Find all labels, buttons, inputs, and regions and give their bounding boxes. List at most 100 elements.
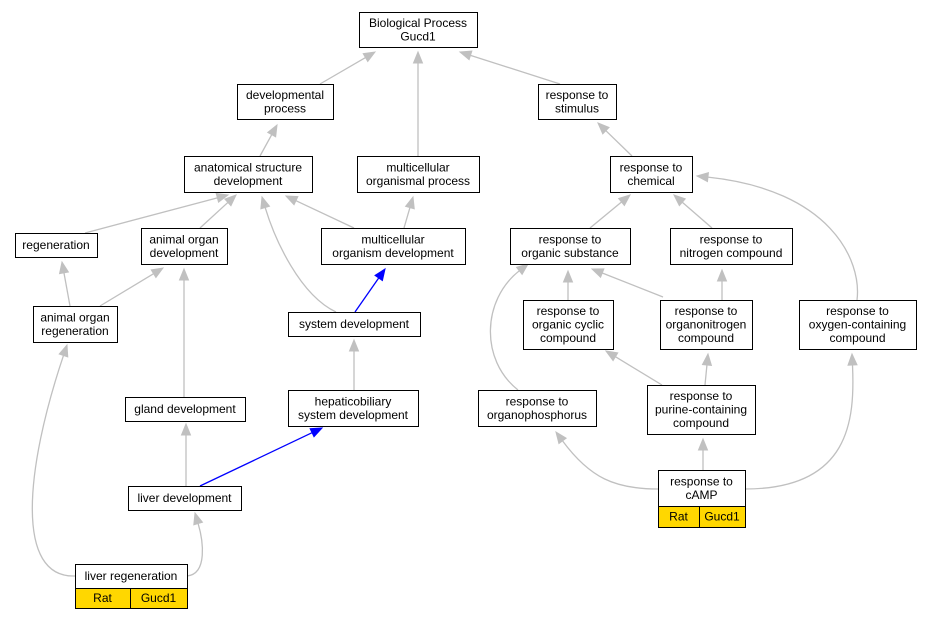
node-box bbox=[125, 397, 246, 422]
edge-glanddev-to-aod bbox=[178, 267, 190, 397]
node-label-line: organonitrogen bbox=[666, 318, 747, 332]
edge-camp-to-rpcc bbox=[697, 437, 709, 470]
node-box bbox=[359, 12, 478, 48]
annotation-gene: Gucd1 bbox=[141, 591, 177, 605]
arrowhead-icon bbox=[597, 122, 610, 135]
edge-livregen-to-livdev bbox=[186, 511, 204, 577]
arrowhead-icon bbox=[260, 195, 271, 210]
go-term-node-regen[interactable]: regeneration bbox=[15, 233, 98, 258]
arrowhead-icon bbox=[716, 268, 728, 282]
node-box bbox=[15, 233, 98, 258]
node-label-line: organismal process bbox=[366, 174, 470, 188]
node-box bbox=[128, 486, 242, 511]
arrowhead-icon bbox=[223, 194, 237, 207]
edge-chem-to-stim bbox=[597, 122, 633, 157]
node-label-line: response to bbox=[537, 304, 600, 318]
node-label-line: cAMP bbox=[685, 488, 717, 502]
node-box bbox=[647, 385, 756, 435]
edge-line bbox=[295, 200, 355, 229]
edge-mod-to-mop bbox=[403, 195, 415, 229]
node-box bbox=[357, 156, 480, 193]
edge-line bbox=[84, 197, 218, 234]
node-box bbox=[610, 156, 693, 193]
node-label-line: animal organ bbox=[149, 232, 218, 246]
node-box bbox=[141, 228, 228, 265]
annotation-cell bbox=[130, 588, 188, 609]
edge-roxc-to-chem bbox=[695, 171, 859, 301]
edge-devproc-to-bp bbox=[319, 51, 377, 85]
arrowhead-icon bbox=[701, 352, 713, 366]
go-term-node-sysdev[interactable]: system development bbox=[288, 312, 421, 337]
node-box bbox=[523, 300, 614, 350]
edge-rocc-to-ros bbox=[562, 269, 574, 300]
edge-line bbox=[403, 207, 411, 229]
edge-line bbox=[589, 201, 622, 229]
go-term-node-livdev[interactable]: liver development bbox=[128, 486, 242, 511]
arrowhead-icon bbox=[590, 268, 605, 279]
edge-rnc-to-chem bbox=[673, 194, 713, 229]
arrowhead-icon bbox=[847, 352, 858, 366]
edge-asd-to-devproc bbox=[259, 123, 278, 157]
node-label-line: chemical bbox=[627, 174, 674, 188]
node-label-line: compound bbox=[673, 416, 729, 430]
edge-line bbox=[615, 356, 663, 386]
edge-line bbox=[264, 207, 337, 313]
edge-aor-to-regen bbox=[58, 260, 71, 307]
node-label-line: response to bbox=[670, 474, 733, 488]
edge-line bbox=[63, 272, 71, 307]
edge-ronc-to-rnc bbox=[716, 268, 728, 300]
edge-line bbox=[319, 56, 366, 85]
node-label-line: response to bbox=[546, 88, 609, 102]
edge-line bbox=[704, 364, 708, 386]
arrowhead-icon bbox=[309, 427, 324, 438]
edge-ros-to-chem bbox=[589, 194, 632, 229]
node-label-line: response to bbox=[539, 232, 602, 246]
node-label-line: organic substance bbox=[521, 246, 619, 260]
node-box bbox=[288, 312, 421, 337]
node-box bbox=[184, 156, 313, 193]
edge-line bbox=[354, 277, 380, 313]
edge-roph-to-ros bbox=[489, 263, 530, 391]
node-label-line: system development bbox=[299, 317, 410, 331]
edge-rpcc-to-rocc bbox=[604, 350, 663, 386]
node-box bbox=[670, 228, 793, 265]
node-box bbox=[75, 564, 188, 589]
edge-regen-to-asd bbox=[84, 192, 230, 234]
edge-line bbox=[601, 272, 664, 298]
edge-sysdev-to-asd bbox=[260, 195, 337, 313]
edge-rpcc-to-ronc bbox=[701, 352, 713, 386]
edge-line bbox=[744, 364, 854, 490]
arrowhead-icon bbox=[215, 192, 230, 204]
arrowhead-icon bbox=[458, 50, 473, 61]
arrowhead-icon bbox=[58, 343, 69, 358]
node-label-line: nitrogen compound bbox=[680, 246, 783, 260]
go-term-node-livregen[interactable]: liver regeneration bbox=[75, 564, 188, 589]
node-label-line: regeneration bbox=[41, 324, 108, 338]
go-term-node-glanddev[interactable]: gland development bbox=[125, 397, 246, 422]
node-label-line: compound bbox=[540, 331, 596, 345]
annotation-gene: Gucd1 bbox=[704, 510, 740, 524]
edge-line bbox=[562, 440, 659, 490]
arrowhead-icon bbox=[284, 195, 299, 206]
arrowhead-icon bbox=[348, 338, 360, 352]
arrowhead-icon bbox=[697, 437, 709, 451]
edge-line bbox=[681, 201, 713, 229]
